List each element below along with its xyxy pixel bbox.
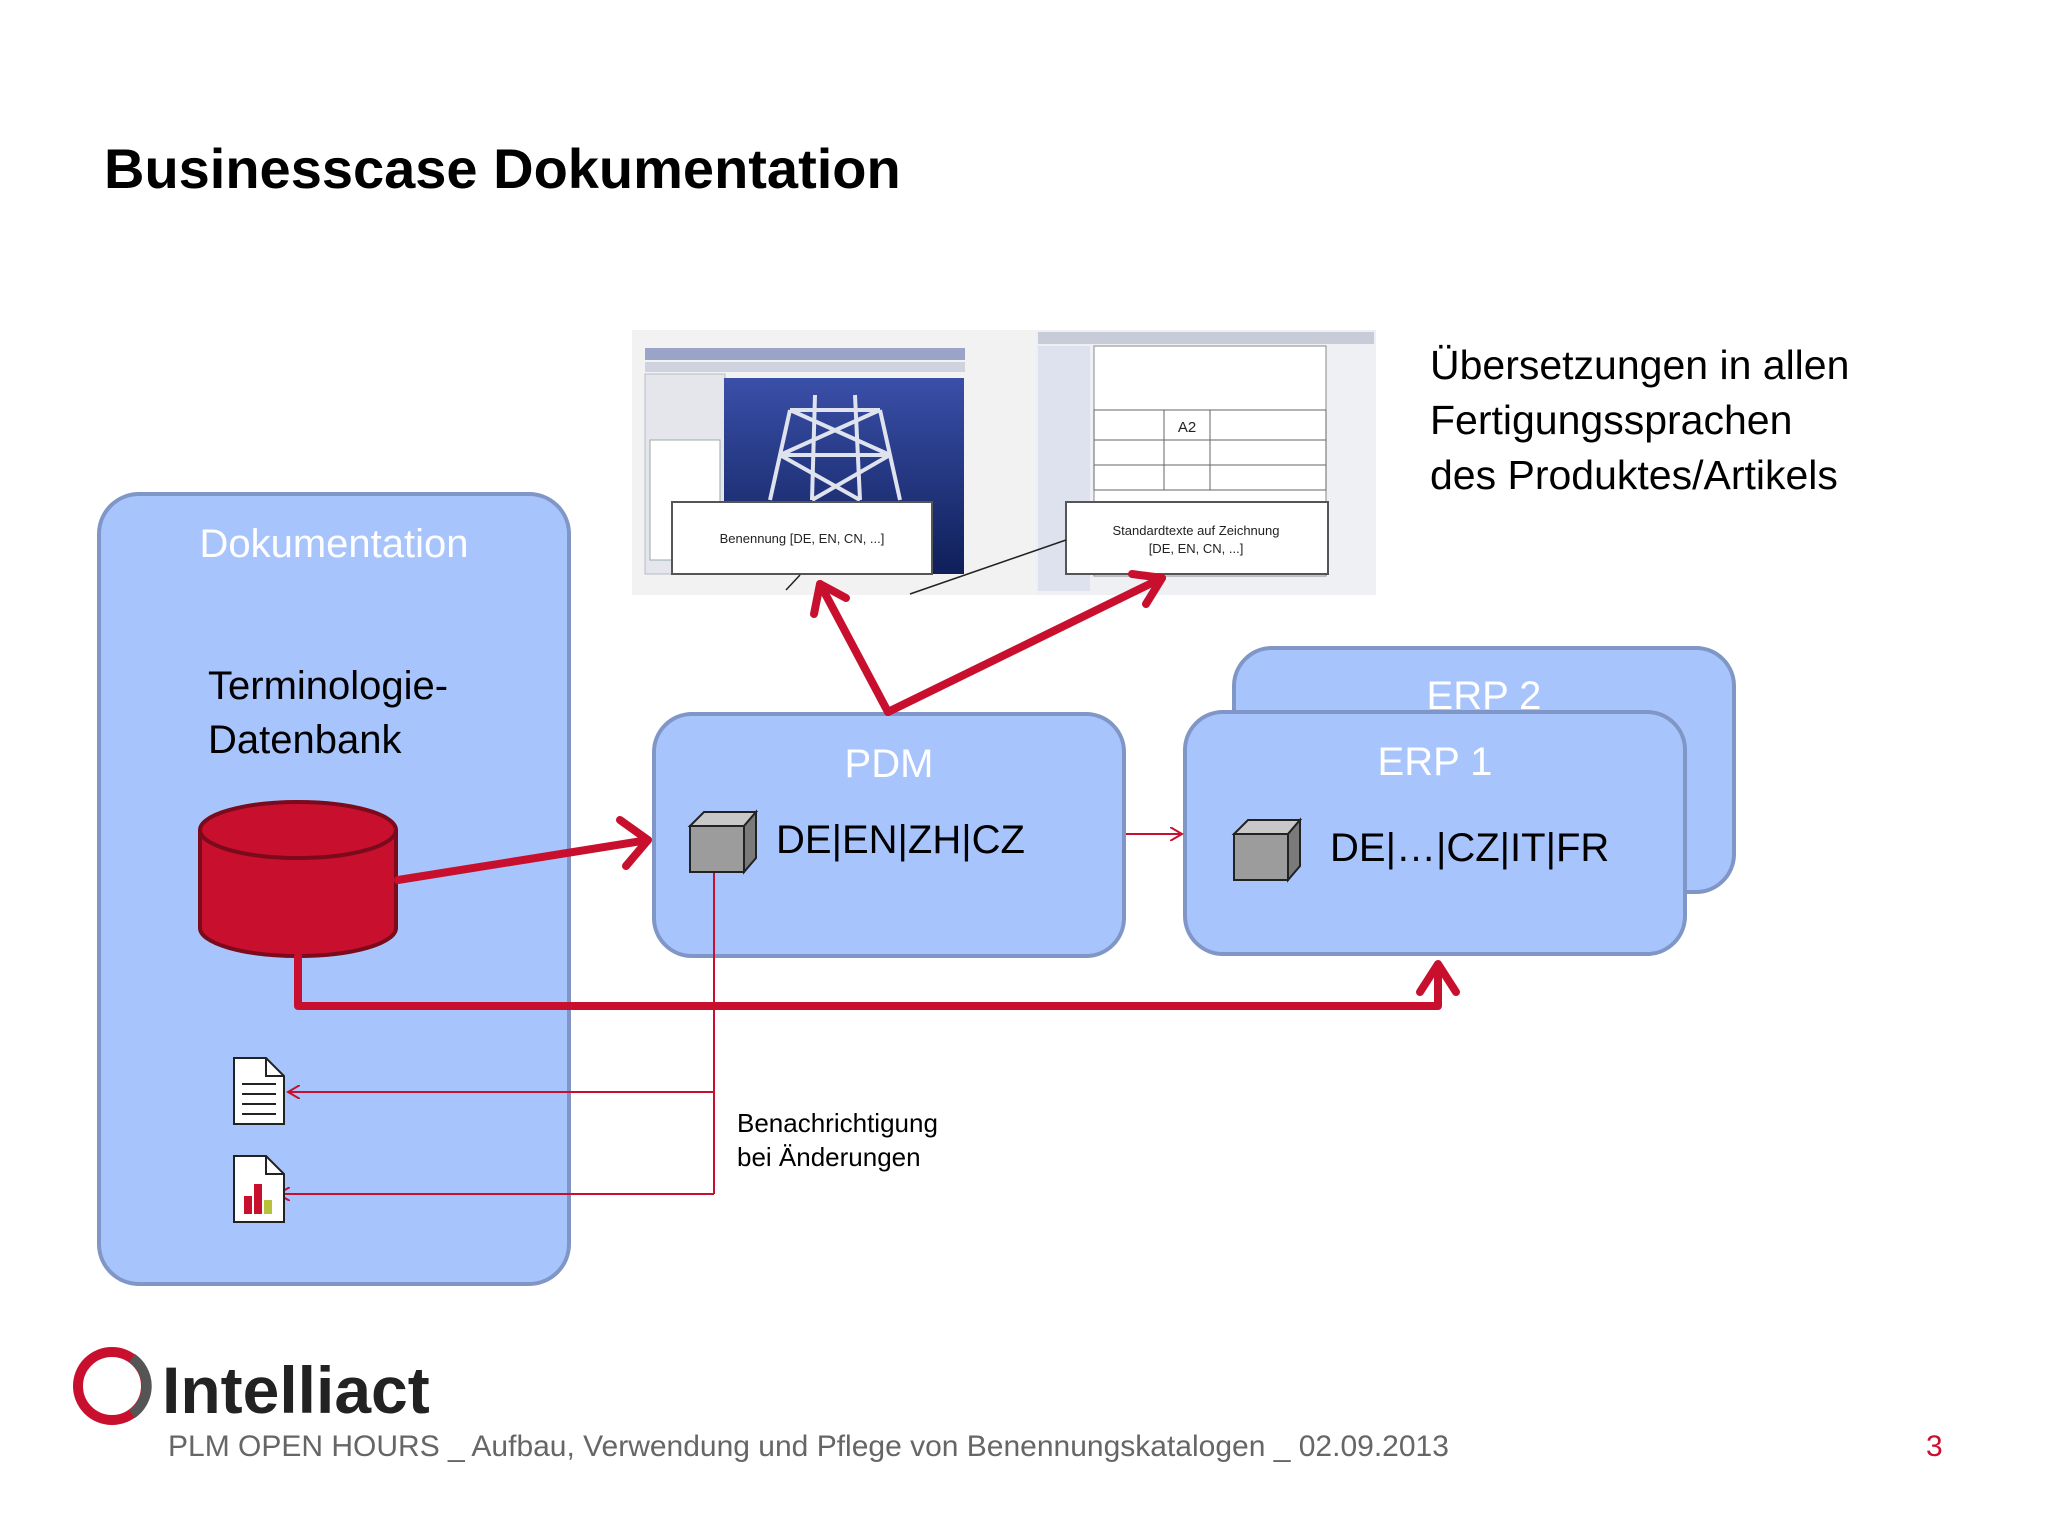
note-line-3: des Produktes/Artikels [1430,452,1838,498]
notification-line-2: bei Änderungen [737,1142,921,1172]
page-number: 3 [1926,1430,1943,1463]
doc-box-title: Dokumentation [199,522,469,566]
erp1-box [1183,710,1687,956]
chart-document-icon [233,1155,285,1223]
erp2-box-title: ERP 2 [1426,674,1542,712]
intelliact-logo-icon [73,1347,152,1425]
notification-lines [278,872,715,1194]
sync-arrows [294,570,1460,1010]
db-label-line-2: Datenbank [208,718,402,762]
footer-text: PLM OPEN HOURS _ Aufbau, Verwendung und … [168,1430,1449,1463]
logo-text: Intelliact [162,1353,430,1427]
db-label-line-1: Terminologie- [208,664,449,708]
part-cube-icon-erp [1231,817,1303,883]
slide-title: Businesscase Dokumentation [104,137,901,200]
note-line-1: Übersetzungen in allen [1430,342,1850,388]
screenshot-drawing: A2 Standardtexte auf Zeichnung [DE, EN, … [909,330,1376,595]
pdm-languages: DE|EN|ZH|CZ [776,818,1025,862]
pdm-box-title: PDM [844,742,934,786]
text-document-icon [233,1057,285,1125]
sheet-size: A2 [1178,419,1196,436]
erp1-languages: DE|…|CZ|IT|FR [1330,826,1610,870]
part-cube-icon-pdm [687,809,759,875]
screenshot-cad-model: Benennung [DE, EN, CN, ...] [632,330,1042,595]
screenshot2-callout-line-2: [DE, EN, CN, ...] [1149,541,1244,556]
database-icon [198,800,398,958]
screenshot1-callout: Benennung [DE, EN, CN, ...] [720,531,885,546]
notification-line-1: Benachrichtigung [737,1108,938,1138]
note-line-2: Fertigungssprachen [1430,397,1793,443]
erp1-box-title: ERP 1 [1377,740,1493,784]
screenshot2-callout-line-1: Standardtexte auf Zeichnung [1113,523,1280,538]
